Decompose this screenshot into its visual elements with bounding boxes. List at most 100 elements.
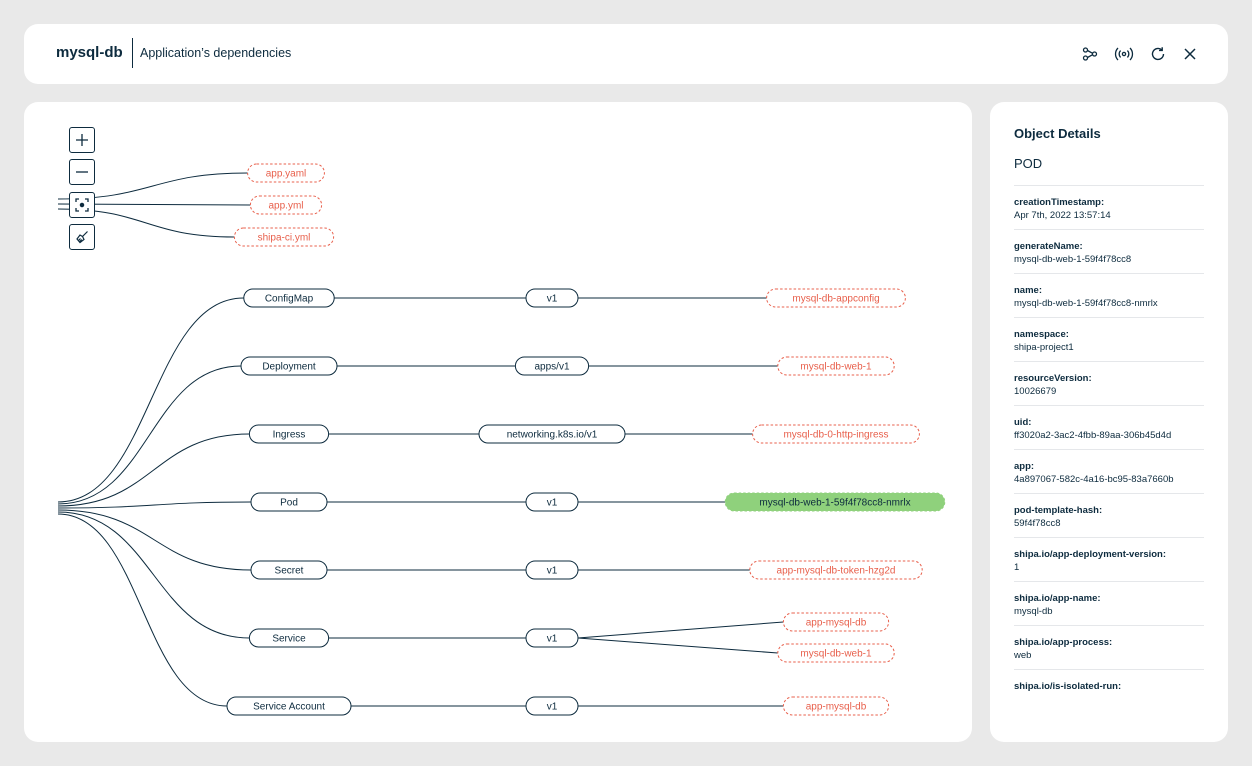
detail-value: mysql-db-web-1-59f4f78cc8-nmrlx [1014, 298, 1158, 309]
object-details-panel: Object Details POD creationTimestamp:Apr… [990, 102, 1228, 742]
kind-node[interactable]: Ingress [248, 424, 330, 444]
version-node-label: v1 [547, 294, 558, 305]
header-bar: mysql-db Application’s dependencies [24, 24, 1228, 84]
fit-view-button[interactable] [69, 192, 95, 218]
selected-object-node[interactable]: mysql-db-web-1-59f4f78cc8-nmrlx [724, 492, 946, 512]
root-edge [57, 501, 252, 509]
version-node-shape [525, 492, 579, 512]
detail-value: Apr 7th, 2022 13:57:14 [1014, 210, 1111, 221]
object-node[interactable]: app-mysql-db [782, 612, 890, 632]
object-node[interactable]: app-mysql-db-token-hzg2d [749, 560, 923, 580]
kind-node-shape [248, 424, 330, 444]
graph-icon [1082, 47, 1098, 61]
version-node[interactable]: v1 [525, 628, 579, 648]
kind-node[interactable]: Deployment [240, 356, 338, 376]
root-edge [57, 365, 242, 505]
kind-node[interactable]: Pod [250, 492, 328, 512]
refresh-button[interactable] [1146, 42, 1170, 66]
clear-button[interactable] [69, 224, 95, 250]
minus-icon [76, 171, 88, 173]
detail-row: shipa.io/app-process: web [1014, 625, 1204, 669]
app-name: mysql-db [56, 44, 123, 61]
plus-icon [76, 134, 88, 146]
detail-key: shipa.io/app-process: [1014, 637, 1113, 648]
detail-value: mysql-db [1014, 606, 1053, 617]
object-node-shape [766, 288, 906, 308]
version-node-shape [525, 560, 579, 580]
version-node-shape [525, 628, 579, 648]
object-node[interactable]: mysql-db-web-1 [777, 643, 895, 663]
kind-node[interactable]: Secret [250, 560, 328, 580]
detail-key: uid: [1014, 417, 1032, 428]
detail-row: resourceVersion:10026679 [1014, 361, 1204, 405]
version-node[interactable]: networking.k8s.io/v1 [478, 424, 626, 444]
version-object-edge [577, 637, 778, 654]
graph-button[interactable] [1078, 42, 1102, 66]
version-node-label: apps/v1 [534, 362, 569, 373]
object-node[interactable]: mysql-db-web-1 [777, 356, 895, 376]
kind-node[interactable]: Service Account [226, 696, 352, 716]
kind-node-shape [250, 560, 328, 580]
object-node[interactable]: mysql-db-0-http-ingress [752, 424, 920, 444]
object-node-shape [777, 356, 895, 376]
detail-row: creationTimestamp:Apr 7th, 2022 13:57:14 [1014, 185, 1204, 229]
details-kind: POD [1014, 156, 1043, 171]
version-node-shape [525, 288, 579, 308]
kind-node[interactable]: ConfigMap [243, 288, 335, 308]
kind-node-label: Secret [275, 566, 304, 577]
file-node[interactable]: app.yml [249, 195, 323, 215]
root-edge [57, 511, 250, 639]
detail-value: web [1014, 650, 1032, 661]
detail-value: 59f4f78cc8 [1014, 518, 1061, 529]
kind-node[interactable]: Service [248, 628, 330, 648]
object-node-label: mysql-db-web-1 [800, 649, 872, 660]
detail-key: namespace: [1014, 329, 1069, 340]
file-node-label: shipa-ci.yml [258, 233, 311, 244]
object-node-shape [777, 643, 895, 663]
root-edge [57, 509, 252, 571]
object-node[interactable]: app-mysql-db [782, 696, 890, 716]
version-node-shape [525, 696, 579, 716]
version-node-label: networking.k8s.io/v1 [507, 430, 598, 441]
object-node-label: mysql-db-web-1 [800, 362, 872, 373]
file-node[interactable]: app.yaml [247, 163, 325, 183]
kind-node-shape [243, 288, 335, 308]
object-node[interactable]: mysql-db-appconfig [766, 288, 906, 308]
version-node[interactable]: v1 [525, 560, 579, 580]
detail-row: app:4a897067-582c-4a16-bc95-83a7660b [1014, 449, 1204, 493]
detail-row: namespace:shipa-project1 [1014, 317, 1204, 361]
broadcast-icon [1114, 47, 1134, 61]
file-node-label: app.yaml [266, 169, 307, 180]
object-node-shape [782, 696, 890, 716]
version-node[interactable]: v1 [525, 492, 579, 512]
kind-node-label: Service [272, 634, 306, 645]
kind-node-label: ConfigMap [265, 294, 314, 305]
detail-value: ff3020a2-3ac2-4fbb-89aa-306b45d4d [1014, 430, 1172, 441]
kind-node-shape [250, 492, 328, 512]
object-node-shape [782, 612, 890, 632]
version-node-label: v1 [547, 498, 558, 509]
file-node[interactable]: shipa-ci.yml [233, 227, 335, 247]
file-node-shape [247, 163, 325, 183]
detail-value: 1 [1014, 562, 1020, 573]
close-button[interactable] [1178, 42, 1202, 66]
focus-icon [75, 198, 89, 212]
kind-node-label: Service Account [253, 702, 325, 713]
version-node[interactable]: v1 [525, 696, 579, 716]
refresh-icon [1151, 47, 1165, 61]
kind-node-shape [240, 356, 338, 376]
close-icon [1184, 48, 1196, 60]
detail-key: generateName: [1014, 241, 1083, 252]
zoom-out-button[interactable] [69, 159, 95, 185]
detail-value: mysql-db-web-1-59f4f78cc8 [1014, 254, 1132, 265]
version-node[interactable]: apps/v1 [514, 356, 590, 376]
broadcast-button[interactable] [1112, 42, 1136, 66]
version-node[interactable]: v1 [525, 288, 579, 308]
details-title: Object Details [1014, 126, 1101, 141]
detail-key: app: [1014, 461, 1035, 472]
object-node-label: mysql-db-0-http-ingress [783, 430, 888, 441]
zoom-in-button[interactable] [69, 127, 95, 153]
page-subtitle: Application’s dependencies [140, 46, 292, 60]
detail-key: resourceVersion: [1014, 373, 1092, 384]
